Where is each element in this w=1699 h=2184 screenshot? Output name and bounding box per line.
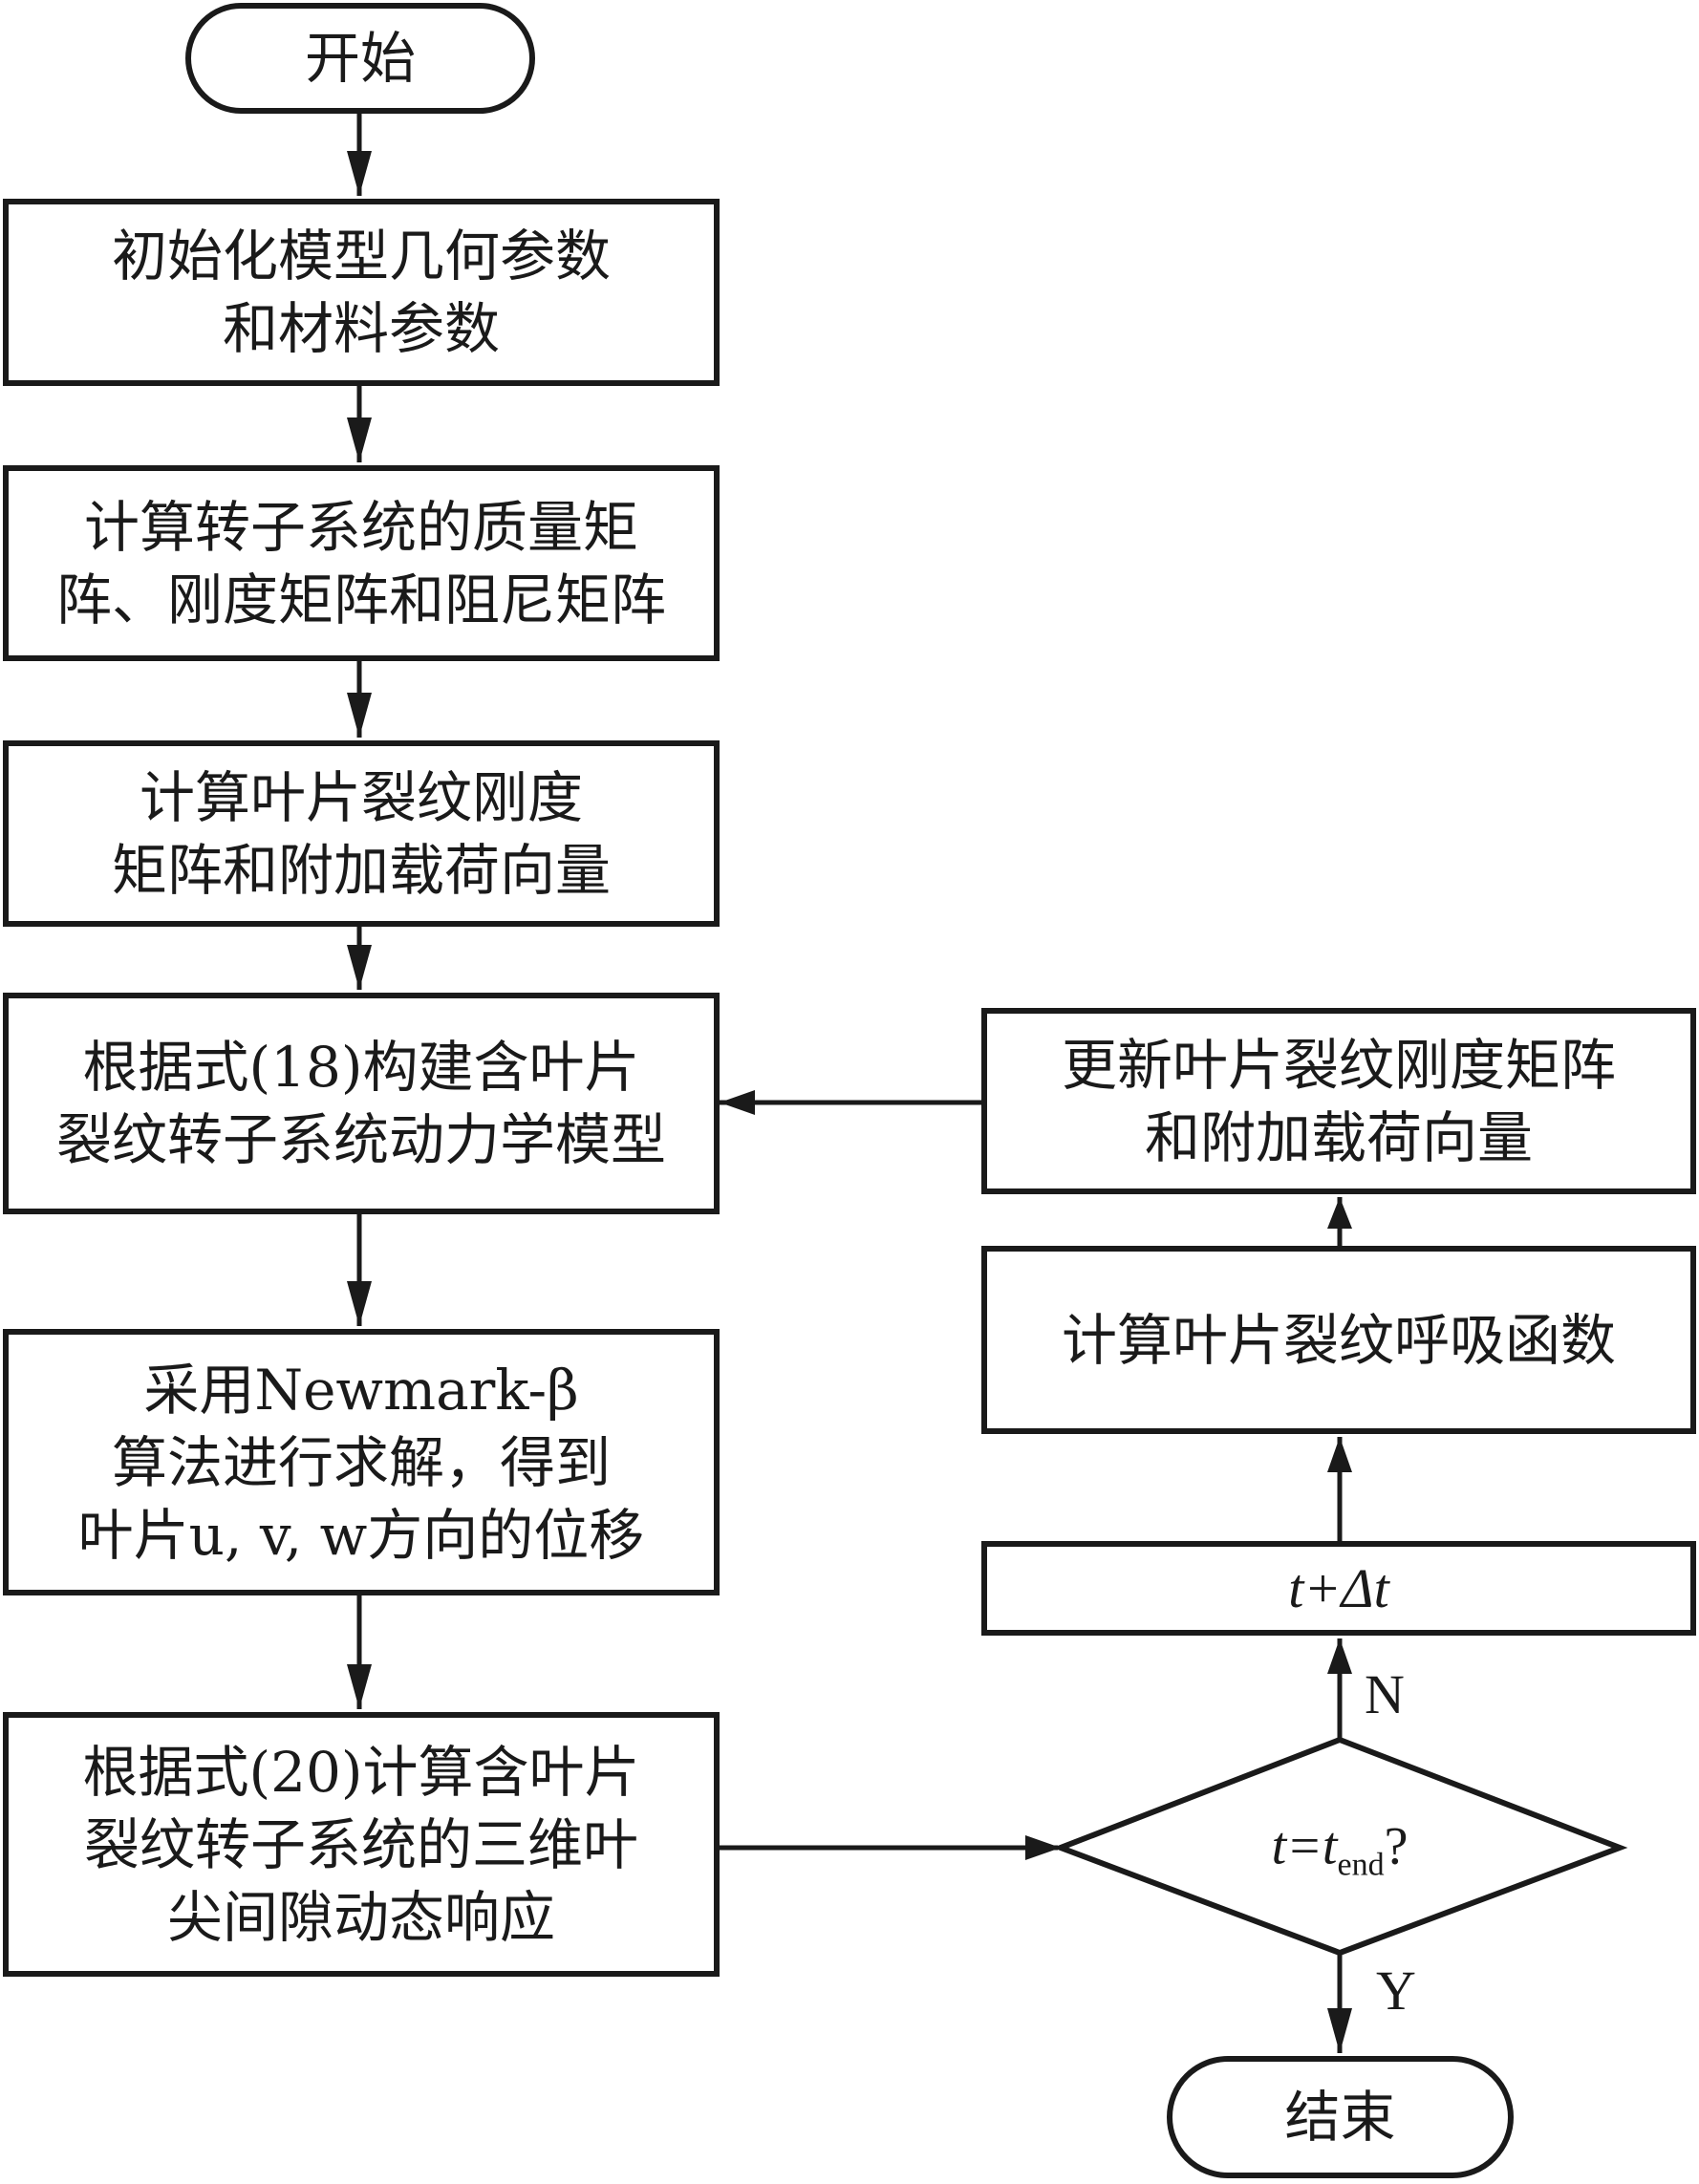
arrowhead <box>1327 1197 1352 1229</box>
decision-text-main: t=t <box>1271 1816 1338 1876</box>
step-compute-system-matrices: 计算转子系统的质量矩 阵、刚度矩阵和阻尼矩阵 <box>3 465 720 661</box>
end-label: 结束 <box>1284 2085 1396 2150</box>
step-text: 和材料参数 <box>222 296 500 361</box>
step-breathing-function: 计算叶片裂纹呼吸函数 <box>981 1246 1696 1434</box>
step-text: 裂纹转子系统的三维叶 <box>83 1811 638 1877</box>
step-text: 叶片u, v, w方向的位移 <box>77 1502 645 1568</box>
end-terminal: 结束 <box>1167 2056 1514 2178</box>
start-terminal: 开始 <box>185 3 535 114</box>
decision-condition: t=tend? <box>1272 1815 1409 1883</box>
step-text: t+Δt <box>1288 1556 1389 1619</box>
branch-no-label: N <box>1365 1663 1405 1725</box>
step-update-crack-stiffness: 更新叶片裂纹刚度矩阵 和附加载荷向量 <box>981 1008 1696 1194</box>
step-text: 计算转子系统的质量矩 <box>83 494 638 560</box>
arrowhead <box>1327 1638 1352 1674</box>
arrowhead <box>1327 2008 1352 2053</box>
arrowhead <box>347 1281 372 1326</box>
step-text: 计算叶片裂纹呼吸函数 <box>1061 1307 1616 1373</box>
arrowhead <box>347 151 372 196</box>
step-text: 算法进行求解，得到 <box>111 1429 611 1495</box>
decision-text-suffix: ? <box>1384 1816 1409 1876</box>
step-compute-crack-stiffness: 计算叶片裂纹刚度 矩阵和附加载荷向量 <box>3 740 720 927</box>
step-time-increment: t+Δt <box>981 1541 1696 1636</box>
step-text: 初始化模型几何参数 <box>111 224 611 289</box>
step-newmark-solve: 采用Newmark-β 算法进行求解，得到 叶片u, v, w方向的位移 <box>3 1329 720 1595</box>
decision-text-subscript: end <box>1337 1847 1385 1883</box>
decision-diamond <box>1052 1736 1628 1957</box>
step-build-dynamic-model: 根据式(18)构建含叶片 裂纹转子系统动力学模型 <box>3 993 720 1214</box>
arrowhead <box>347 945 372 990</box>
arrowhead <box>347 418 372 462</box>
step-compute-tip-clearance: 根据式(20)计算含叶片 裂纹转子系统的三维叶 尖间隙动态响应 <box>3 1712 720 1977</box>
step-text: 更新叶片裂纹刚度矩阵 <box>1061 1032 1616 1098</box>
step-text: 矩阵和附加载荷向量 <box>111 837 611 903</box>
step-text: 根据式(20)计算含叶片 <box>82 1739 640 1805</box>
branch-yes-label: Y <box>1376 1959 1416 2022</box>
step-text: 尖间隙动态响应 <box>166 1884 555 1950</box>
step-text: 阵、刚度矩阵和阻尼矩阵 <box>55 567 666 632</box>
step-text: 计算叶片裂纹刚度 <box>139 764 583 830</box>
step-init-parameters: 初始化模型几何参数 和材料参数 <box>3 199 720 386</box>
step-text: 采用Newmark-β <box>143 1357 579 1423</box>
arrowhead <box>1025 1835 1061 1860</box>
start-label: 开始 <box>304 26 416 91</box>
step-text: 裂纹转子系统动力学模型 <box>55 1107 666 1172</box>
arrowhead <box>1327 1437 1352 1472</box>
arrowhead <box>347 1664 372 1709</box>
step-text: 根据式(18)构建含叶片 <box>82 1035 640 1100</box>
step-text: 和附加载荷向量 <box>1144 1104 1533 1170</box>
arrowhead <box>347 693 372 738</box>
arrowhead <box>720 1090 755 1115</box>
